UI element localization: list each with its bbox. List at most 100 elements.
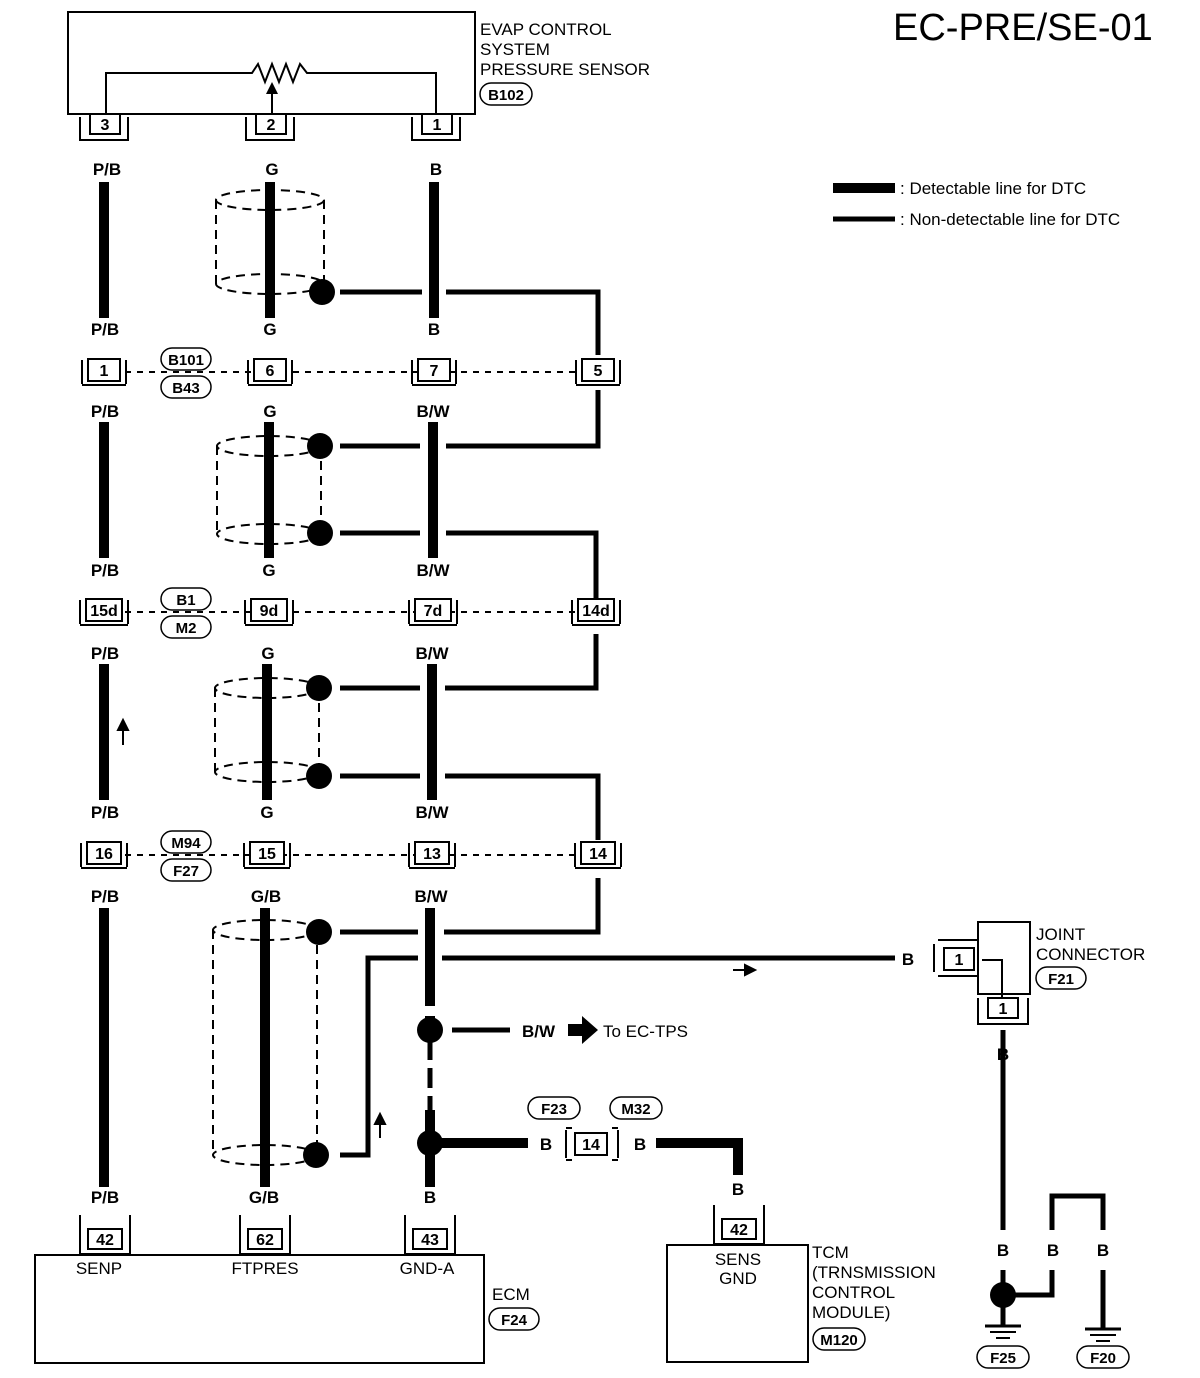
tcm-link-connector: F23 M32 14	[527, 1096, 663, 1161]
junction-connector-id: B1	[176, 592, 195, 609]
wire-label: G	[263, 320, 276, 339]
wire-label: B	[1047, 1241, 1059, 1260]
junction-3-pin-4: 14	[574, 841, 622, 869]
to-tps: B/W To EC-TPS	[522, 1016, 688, 1044]
joint-name-line-2: CONNECTOR	[1036, 945, 1145, 964]
wire-label: B	[634, 1135, 646, 1154]
to-tps-label: To EC-TPS	[603, 1022, 688, 1041]
ecm: 42 62 43 SENP FTPRES GND-A ECM F24	[34, 1215, 540, 1364]
junction-1-pin-1: 1	[81, 358, 127, 386]
splice-dots	[417, 1017, 1016, 1308]
tcm-name-line-1: TCM	[812, 1243, 849, 1262]
right-arrow-icon	[568, 1016, 598, 1044]
junction-3-pin-2: 15	[243, 841, 291, 869]
ecm-pin-43: 43	[421, 1232, 439, 1249]
junction-pin-label: 7d	[424, 603, 443, 620]
junction-2-id-badge-2: M2	[160, 615, 212, 639]
wire-label: P/B	[93, 160, 121, 179]
tcm-name-line-3: CONTROL	[812, 1283, 895, 1302]
wire-label: B	[732, 1180, 744, 1199]
wire-label: G	[262, 561, 275, 580]
joint-pin-in: 1	[955, 952, 964, 969]
tcm-terminal-line-2: GND	[719, 1269, 757, 1288]
sensor-pin-1: 1	[433, 117, 442, 134]
junction-pin-label: 15d	[90, 603, 118, 620]
flow-arrows	[116, 717, 758, 1138]
sensor-name-line-1: EVAP CONTROL	[480, 20, 612, 39]
wire-label: P/B	[91, 320, 119, 339]
junction-2-pin-4: 14d	[571, 598, 621, 626]
junction-pin-label: 14	[589, 846, 607, 863]
wire-label: B/W	[415, 644, 449, 663]
wire-label: B	[540, 1135, 552, 1154]
wire-color-labels: P/B G B P/B G B P/B G B/W P/B G B/W P/B …	[91, 160, 1109, 1260]
ground-id-f20: F20	[1090, 1350, 1116, 1367]
legend: : Detectable line for DTC : Non-detectab…	[833, 179, 1120, 229]
ground-icon	[985, 1324, 1021, 1339]
ground-id-f25: F25	[990, 1350, 1016, 1367]
junction-3-pin-3: 13	[408, 841, 456, 869]
tcm-connector-badge	[812, 1327, 866, 1351]
pressure-sensor: EVAP CONTROL SYSTEM PRESSURE SENSOR B102	[67, 11, 650, 115]
junction-connector-id: B101	[168, 352, 204, 369]
tcm-pin-42: 42	[730, 1222, 748, 1239]
junction-pin-label: 9d	[260, 603, 279, 620]
junction-2-pin-2: 9d	[244, 598, 294, 626]
sensor-connector-badge	[479, 82, 533, 106]
junction-pin-label: 5	[594, 363, 603, 380]
sensor-connector-id: B102	[488, 87, 524, 104]
wire-label: G	[261, 644, 274, 663]
ground-badge-f25	[976, 1345, 1030, 1369]
junction-connector-id: M2	[176, 620, 197, 637]
wire-label: G	[260, 803, 273, 822]
wire-label: B	[997, 1045, 1009, 1064]
junction-1-pin-4: 5	[575, 358, 621, 386]
tcm-name-line-2: (TRNSMISSION	[812, 1263, 936, 1282]
ecm-terminal-senp: SENP	[76, 1259, 122, 1278]
joint-pin-out: 1	[999, 1001, 1008, 1018]
ecm-pin-42: 42	[96, 1232, 114, 1249]
tcm-connector-id: M120	[820, 1332, 858, 1349]
sensor-name-line-2: SYSTEM	[480, 40, 550, 59]
wire-label: P/B	[91, 803, 119, 822]
grounds	[976, 1324, 1130, 1369]
sensor-resistor-symbol	[105, 61, 437, 115]
junction-pin-label: 6	[266, 363, 275, 380]
junction-dashes	[125, 371, 575, 856]
joint-connector-badge	[1035, 966, 1087, 990]
page-title: EC-PRE/SE-01	[893, 7, 1153, 49]
wire-label: B/W	[414, 887, 448, 906]
wire-label: B	[424, 1188, 436, 1207]
ground-icon	[1085, 1327, 1121, 1342]
detectable-wires	[99, 182, 743, 1187]
junction-pin-label: 1	[100, 363, 109, 380]
wiper-arrow-icon	[266, 82, 278, 94]
up-arrow-icon	[116, 717, 130, 731]
wire-label: P/B	[91, 1188, 119, 1207]
wire-label: B/W	[416, 561, 450, 580]
junction-connector-id: B43	[172, 380, 200, 397]
junction-pin-label: 15	[258, 846, 276, 863]
tcm-link-id-1: F23	[541, 1101, 567, 1118]
wire-label: B	[430, 160, 442, 179]
shield-dots	[303, 279, 335, 1168]
wire-label: B	[1097, 1241, 1109, 1260]
junction-2-pin-1: 15d	[79, 598, 129, 626]
junction-3-id-badge-2: F27	[160, 858, 212, 882]
wire-label: P/B	[91, 561, 119, 580]
junction-connector-id: F27	[173, 863, 199, 880]
ecm-connector-badge	[488, 1307, 540, 1331]
sensor-name-line-3: PRESSURE SENSOR	[480, 60, 650, 79]
junction-2-pin-3: 7d	[408, 598, 458, 626]
tcm-link-badge-1	[527, 1096, 581, 1120]
junction-3-id-badge-1: M94	[160, 830, 212, 854]
junction-1-id-badge-1: B101	[160, 347, 212, 371]
ecm-name: ECM	[492, 1285, 530, 1304]
joint-connector-id: F21	[1048, 971, 1074, 988]
wire-label: G/B	[249, 1188, 279, 1207]
wire-label: B/W	[415, 803, 449, 822]
junction-2-id-badge-1: B1	[160, 587, 212, 611]
ecm-terminal-gnd-a: GND-A	[400, 1259, 455, 1278]
junction-1-pin-2: 6	[247, 358, 293, 386]
